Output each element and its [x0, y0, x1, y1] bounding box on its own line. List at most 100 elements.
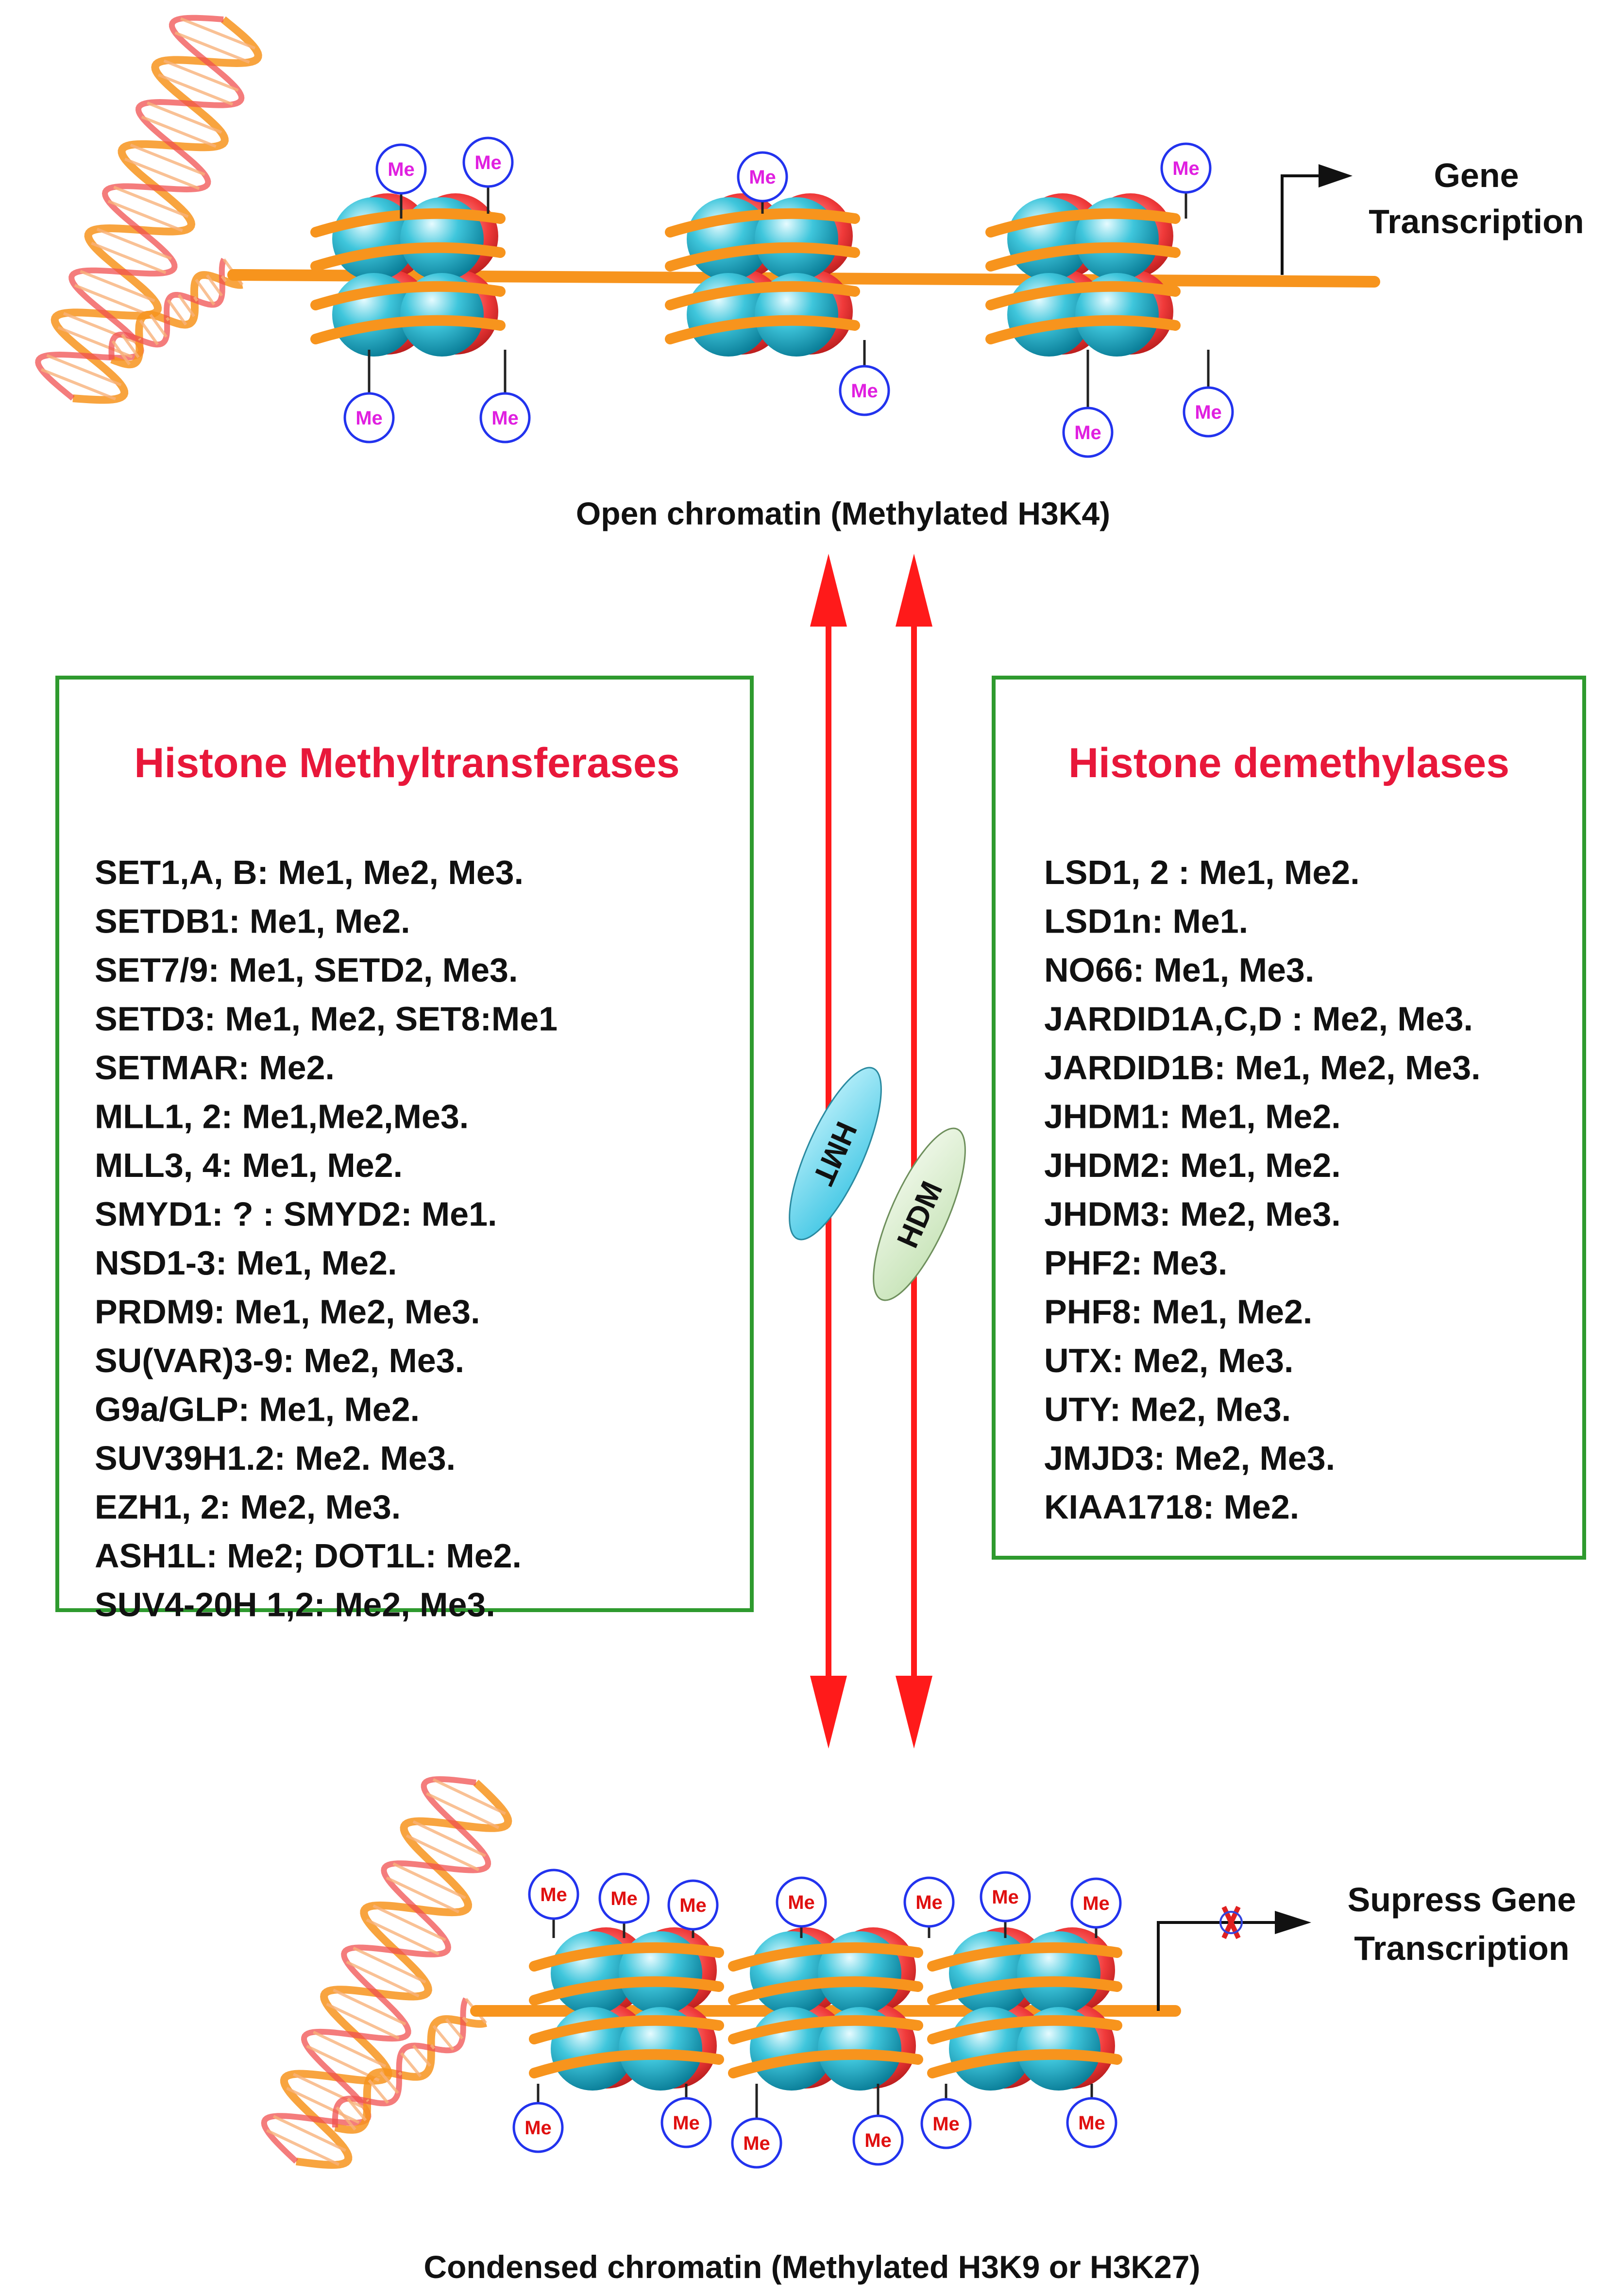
methyltransferase-item: NSD1-3: Me1, Me2. — [95, 1244, 397, 1282]
dna-wrap — [985, 208, 1181, 238]
methyltransferase-item: SUV39H1.2: Me2. Me3. — [95, 1439, 456, 1477]
methyltransferase-item: EZH1, 2: Me2, Me3. — [95, 1488, 401, 1526]
helix-strand — [110, 271, 243, 369]
methyl-mark: Me — [1160, 142, 1212, 219]
demethylase-item: JMJD3: Me2, Me3. — [1044, 1439, 1335, 1477]
methyl-mark: Me — [839, 340, 890, 416]
me-label: Me — [788, 1892, 815, 1913]
demethylase-item: UTY: Me2, Me3. — [1044, 1391, 1291, 1429]
helix-rung — [392, 1862, 466, 1900]
helix-rung — [177, 294, 196, 317]
helix-rung — [193, 296, 199, 302]
dna-wrap — [665, 281, 860, 310]
me-label: Me — [1172, 158, 1200, 179]
nucleosome — [310, 193, 506, 357]
helix-rung — [138, 338, 142, 341]
helix-rung — [326, 2003, 400, 2040]
demethylase-item: JHDM1: Me1, Me2. — [1044, 1098, 1341, 1136]
gene-transcription-label: Gene — [1434, 156, 1519, 194]
methyl-mark: Me — [375, 143, 427, 219]
helix-rung — [346, 2097, 367, 2122]
helix-rung — [366, 1918, 440, 1956]
methyltransferases-list: SET1,A, B: Me1, Me2, Me3.SETDB1: Me1, Me… — [95, 853, 558, 1624]
methyl-mark: Me — [1183, 350, 1234, 438]
helix-strand — [334, 2015, 487, 2134]
helix-rung — [80, 270, 155, 303]
helix-rung — [107, 200, 183, 232]
methyltransferase-item: SET1,A, B: Me1, Me2, Me3. — [95, 853, 524, 891]
dna-wrap — [927, 2015, 1122, 2044]
dna-helix-icon-bottom — [261, 1776, 512, 2169]
helix-rung — [40, 368, 117, 401]
me-label: Me — [851, 380, 878, 402]
dna-wrap — [985, 315, 1181, 344]
methyl-mark: Me — [598, 1872, 650, 1938]
demethylase-item: KIAA1718: Me2. — [1044, 1488, 1299, 1526]
methyltransferase-item: SETD3: Me1, Me2, SET8:Me1 — [95, 1000, 558, 1038]
condensed-chromatin-caption: Condensed chromatin (Methylated H3K9 or … — [424, 2249, 1201, 2285]
dna-wrap — [665, 315, 860, 344]
dna-helix-icon — [35, 15, 262, 404]
helix-rung — [368, 2079, 389, 2104]
helix-rung — [462, 2016, 469, 2024]
helix-rung — [124, 157, 200, 190]
blocked-x-icon — [1219, 1905, 1243, 1939]
methyltransferase-item: MLL1, 2: Me1,Me2,Me3. — [95, 1098, 469, 1136]
helix-rung — [74, 284, 150, 316]
me-label: Me — [474, 152, 502, 173]
me-label: Me — [1195, 402, 1222, 423]
hmt-enzyme-badge: HMT — [789, 1067, 882, 1241]
me-label: Me — [540, 1884, 567, 1905]
dna-wrap — [310, 281, 506, 310]
helix-rung — [412, 2044, 432, 2067]
dna-wrap — [985, 281, 1181, 310]
hdm-enzyme-badge: HDM — [873, 1127, 966, 1301]
open-chromatin-caption: Open chromatin (Methylated H3K4) — [576, 495, 1110, 531]
demethylase-item: JHDM2: Me1, Me2. — [1044, 1146, 1341, 1184]
helix-rung — [46, 354, 122, 387]
helix-rung — [313, 2030, 387, 2068]
histone-cyan — [1075, 273, 1159, 357]
helix-rung — [163, 59, 239, 92]
methyltransferases-panel: Histone Methyltransferases SET1,A, B: Me… — [55, 676, 754, 1624]
dna-wrap — [728, 1942, 923, 1972]
helix-rung — [286, 2087, 360, 2124]
me-label: Me — [915, 1892, 943, 1913]
methyl-mark: Me — [1070, 1877, 1122, 1938]
helix-rung — [445, 2018, 464, 2040]
helix-rung — [111, 340, 131, 366]
methyl-mark: Me — [737, 151, 788, 214]
dna-wrap — [927, 2049, 1122, 2078]
helix-rung — [292, 2073, 367, 2110]
methyl-mark: Me — [660, 2084, 712, 2148]
histone-cyan — [619, 2007, 702, 2091]
helix-rung — [400, 2052, 422, 2077]
helix-rung — [174, 31, 250, 64]
dna-wrap — [310, 242, 506, 272]
methyl-mark: Me — [667, 1879, 719, 1938]
dna-wrap — [927, 1976, 1122, 2006]
dna-wrap — [310, 208, 506, 238]
methyl-mark: Me — [343, 350, 395, 443]
nucleosome — [529, 1927, 724, 2091]
nucleosome-group — [310, 193, 1181, 357]
gene-transcription-label-line2: Transcription — [1369, 203, 1584, 240]
me-label: Me — [355, 408, 383, 429]
helix-rung — [205, 274, 223, 297]
helix-rung — [91, 241, 167, 274]
me-label: Me — [673, 2112, 700, 2134]
me-label: Me — [932, 2113, 960, 2135]
helix-rung — [167, 299, 187, 326]
methyltransferase-item: SUV4-20H 1,2: Me2, Me3. — [95, 1586, 495, 1624]
helix-rung — [141, 115, 217, 148]
helix-rung — [157, 73, 234, 106]
helix-rung — [379, 2071, 399, 2094]
nucleosome — [927, 1927, 1122, 2091]
helix-strand — [280, 1780, 512, 2169]
me-label: Me — [1078, 2112, 1105, 2134]
dna-wrap — [529, 2015, 724, 2044]
nucleosome — [665, 193, 860, 357]
